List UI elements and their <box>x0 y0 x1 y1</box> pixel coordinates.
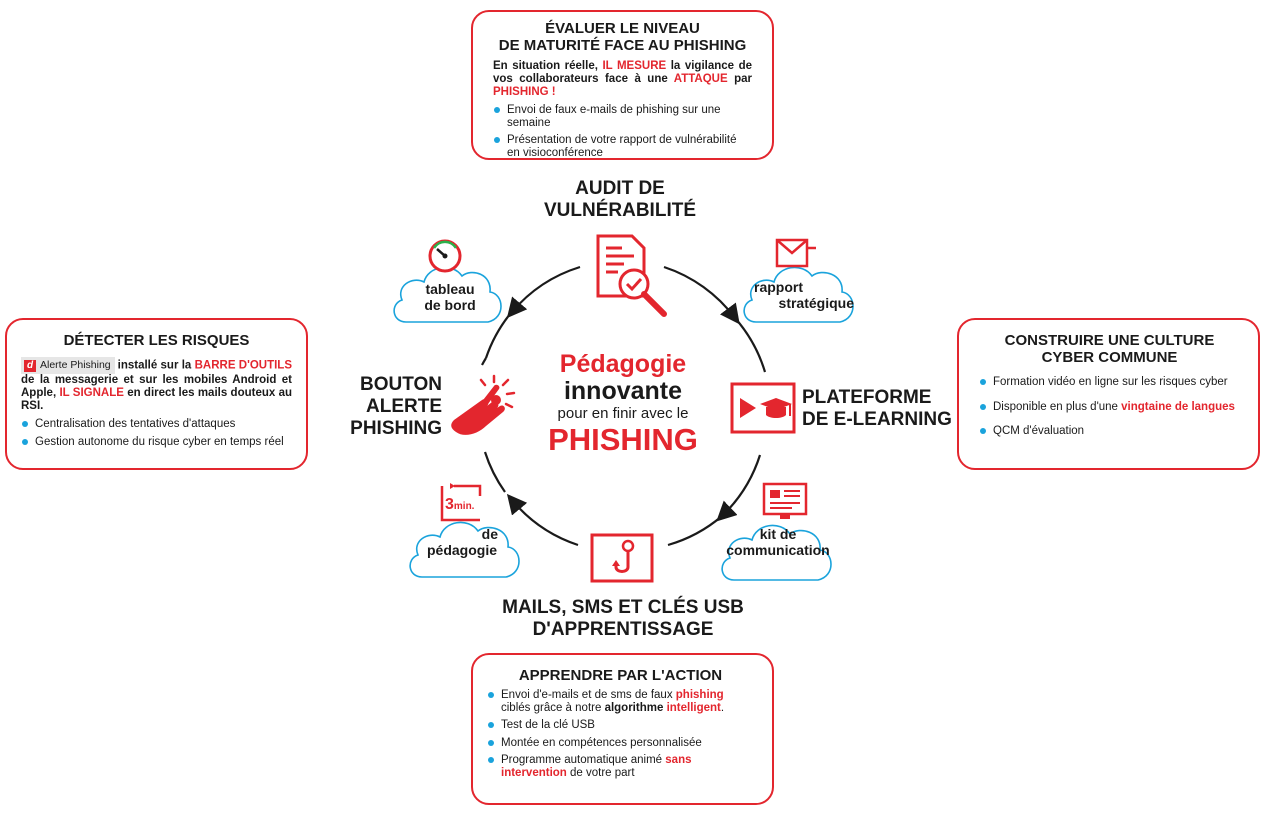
list-item: Gestion autonome du risque cyber en temp… <box>21 436 292 449</box>
gauge-icon <box>428 239 462 273</box>
center-title: Pédagogie innovante pour en finir avec l… <box>523 350 723 457</box>
timer-3min-icon <box>440 483 482 522</box>
step-mails-label: MAILS, SMS ET CLÉS USB D'APPRENTISSAGE <box>502 597 744 640</box>
video-course-icon <box>730 382 796 434</box>
cloud-kit-label: kit de communication <box>726 526 830 558</box>
list-item: Centralisation des tentatives d'attaques <box>21 418 292 431</box>
timer-3min-label: 3min. <box>445 496 475 513</box>
list-item: Envoi de faux e-mails de phishing sur un… <box>493 104 752 129</box>
list-item: Montée en compétences personnalisée <box>487 737 754 750</box>
center-line3: pour en finir avec le <box>557 405 689 422</box>
list-item: Disponible en plus d'une vingtaine de la… <box>979 401 1240 414</box>
cloud-pedagogie-label: de pédagogie <box>426 526 498 558</box>
cloud-tableau-label: tableau de bord <box>424 281 476 313</box>
card-construire: CONSTRUIRE UNE CULTURE CYBER COMMUNE For… <box>957 318 1260 470</box>
card-apprendre-bullets: Envoi d'e-mails et de sms de faux phishi… <box>487 689 754 779</box>
ring-arc-left-join <box>484 313 511 359</box>
list-item: Programme automatique animé sans interve… <box>487 754 754 779</box>
cloud-rapport <box>743 266 854 323</box>
ring-arc-bottom <box>667 515 723 547</box>
step-elearning-label: PLATEFORME DE E-LEARNING <box>802 387 952 430</box>
cloud-pedagogie <box>409 521 520 578</box>
ring-arc-top-left <box>506 265 581 319</box>
fishing-hook-icon <box>590 533 654 583</box>
card-evaluer-bullets: Envoi de faux e-mails de phishing sur un… <box>493 104 752 159</box>
center-line1: Pédagogie <box>559 350 687 378</box>
card-detecter-bullets: Centralisation des tentatives d'attaques… <box>21 418 292 448</box>
card-evaluer-title: ÉVALUER LE NIVEAU DE MATURITÉ FACE AU PH… <box>498 20 747 54</box>
card-apprendre: APPRENDRE PAR L'ACTION Envoi d'e-mails e… <box>471 653 774 805</box>
card-construire-bullets: Formation vidéo en ligne sur les risques… <box>979 376 1240 438</box>
newsletter-screen-icon <box>762 482 808 519</box>
center-line2: innovante <box>563 377 683 405</box>
alerte-phishing-logo-icon: d <box>24 360 36 372</box>
cloud-kit <box>721 524 832 581</box>
step-bouton-label: BOUTON ALERTE PHISHING <box>350 374 442 439</box>
list-item: Envoi d'e-mails et de sms de faux phishi… <box>487 689 754 714</box>
card-detecter-title: DÉTECTER LES RISQUES <box>63 332 250 349</box>
ring-arc-left-top <box>481 357 487 366</box>
ring-arc-top-right <box>663 265 740 325</box>
step-audit-label: AUDIT DE VULNÉRABILITÉ <box>544 178 696 221</box>
click-hand-icon <box>451 374 516 435</box>
center-line4: PHISHING <box>548 422 698 457</box>
ring-arc-right-top <box>734 317 767 373</box>
email-report-icon <box>775 238 816 268</box>
ring-arc-left-bottom <box>483 451 506 493</box>
list-item: Formation vidéo en ligne sur les risques… <box>979 376 1240 389</box>
cloud-rapport-label: rapport stratégique <box>754 279 854 311</box>
card-evaluer-intro: En situation réelle, IL MESURE la vigila… <box>493 60 752 98</box>
ring-arc-bottom-right <box>716 454 762 522</box>
list-item: Test de la clé USB <box>487 719 754 732</box>
card-evaluer: ÉVALUER LE NIVEAU DE MATURITÉ FACE AU PH… <box>471 10 774 160</box>
ring-arc-bottom-left <box>506 493 579 547</box>
list-item: Présentation de votre rapport de vulnéra… <box>493 134 752 159</box>
audit-search-icon <box>596 234 667 317</box>
list-item: QCM d'évaluation <box>979 425 1240 438</box>
card-construire-title: CONSTRUIRE UNE CULTURE CYBER COMMUNE <box>1004 332 1215 366</box>
card-apprendre-title: APPRENDRE PAR L'ACTION <box>518 667 723 684</box>
